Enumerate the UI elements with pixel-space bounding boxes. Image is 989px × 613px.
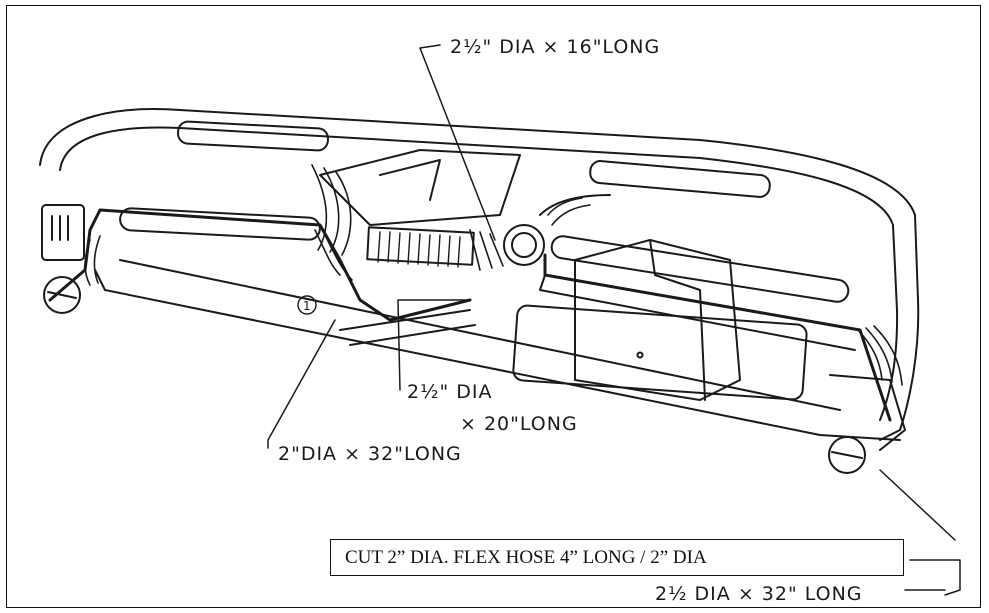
top-vent-right (589, 160, 771, 198)
dash-lower-inner (119, 259, 841, 411)
right-flex-hose-coils (547, 197, 591, 226)
center-console (319, 149, 521, 226)
right-duct (543, 253, 892, 422)
callout-top: 2½" DIA × 16"LONG (450, 36, 660, 58)
cut-instruction-note: CUT 2” DIA. FLEX HOSE 4” LONG / 2” DIA (330, 539, 904, 576)
center-hose-lower (339, 309, 476, 346)
center-flex-joint (503, 224, 545, 266)
leader-top (419, 44, 496, 241)
callout-middle-line1: 2½" DIA (407, 381, 493, 403)
dash-lower-edge (94, 269, 901, 441)
leader-left (267, 319, 336, 449)
leader-middle (397, 299, 471, 391)
left-duct (48, 208, 472, 322)
leader-bottom-hose (879, 469, 956, 541)
callout-middle-line2: × 20"LONG (460, 413, 578, 435)
circled-one-label: 1 (303, 299, 311, 313)
callout-bottom: 2½ DIA × 32" LONG (655, 583, 863, 605)
circled-one-marker (297, 295, 317, 315)
right-vent-slot (550, 235, 850, 303)
left-outlet-cap (43, 276, 81, 314)
left-side-vent (41, 204, 85, 261)
leader-bottom (909, 559, 961, 596)
dash-inner-shell (59, 126, 899, 421)
left-vent-slot (119, 207, 321, 241)
center-grille (366, 226, 475, 266)
glove-box-panel (512, 304, 808, 401)
top-vent-left (177, 120, 329, 152)
drawing-frame (6, 5, 981, 608)
left-flex-hose-coils (84, 229, 353, 286)
dash-outer-shell (39, 108, 920, 441)
right-outlet-cap (828, 436, 866, 474)
callout-left: 2"DIA × 32"LONG (278, 443, 462, 465)
cut-instruction-text: CUT 2” DIA. FLEX HOSE 4” LONG / 2” DIA (345, 546, 707, 568)
